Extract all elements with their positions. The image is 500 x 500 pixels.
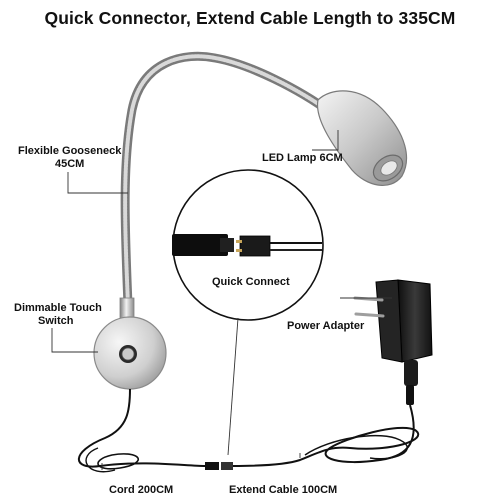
led-lamp-head xyxy=(316,90,408,186)
power-adapter xyxy=(353,279,433,405)
label-touch-switch-line1: Dimmable Touch xyxy=(14,302,102,314)
label-led-lamp: LED Lamp 6CM xyxy=(262,152,343,164)
label-gooseneck: Flexible Gooseneck 45CM xyxy=(18,145,121,171)
label-quick-connect: Quick Connect xyxy=(212,276,290,288)
label-cord: Cord 200CM xyxy=(109,484,174,496)
leader-lines xyxy=(51,130,392,470)
extend-cable xyxy=(232,404,419,467)
page-title: Quick Connector, Extend Cable Length to … xyxy=(44,8,456,28)
label-touch-switch: Dimmable Touch Switch xyxy=(14,302,102,328)
cord-cable xyxy=(77,388,206,468)
label-extend-cable: Extend Cable 100CM xyxy=(229,484,338,496)
label-gooseneck-line1: Flexible Gooseneck xyxy=(18,145,122,157)
label-touch-switch-line2: Switch xyxy=(38,315,74,327)
label-gooseneck-line2: 45CM xyxy=(55,158,85,170)
quick-connect-detail xyxy=(172,169,324,321)
touch-switch-base xyxy=(93,297,167,390)
label-power-adapter: Power Adapter xyxy=(287,320,365,332)
